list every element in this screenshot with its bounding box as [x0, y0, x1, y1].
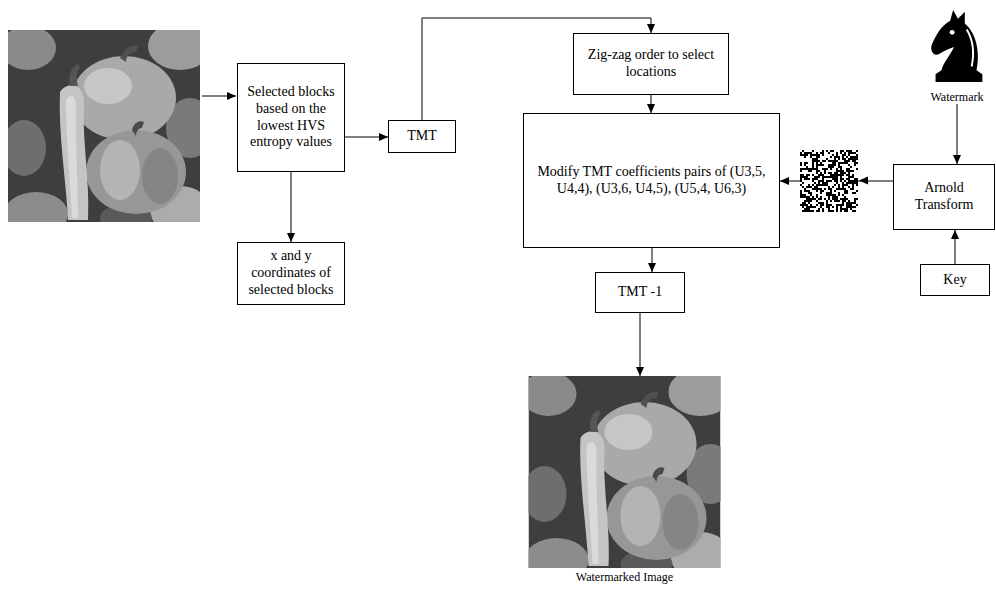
flow-arrow: [640, 313, 641, 376]
process-box: Zig-zag order to select locations: [573, 33, 729, 95]
image-picture: [528, 376, 721, 568]
knight-icon: [925, 6, 989, 84]
flow-arrow: [652, 248, 653, 272]
watermark-icon: Watermark: [918, 6, 996, 104]
scrambled-watermark: [800, 150, 858, 212]
node-text: TMT -1: [618, 284, 662, 301]
flow-arrow: [955, 230, 956, 264]
flow-arrow: [345, 137, 388, 138]
flow-arrow: [780, 181, 893, 182]
node-text: Zig-zag order to select locations: [580, 47, 722, 81]
host-image: [0, 22, 214, 236]
process-box: Selected blocks based on the lowest HVS …: [237, 63, 345, 172]
process-box: Modify TMT coefficients pairs of (U3,5, …: [523, 113, 780, 248]
input-arrow: [202, 96, 236, 97]
node-text: Arnold Transform: [900, 180, 988, 214]
transform-box: TMT: [388, 120, 456, 153]
node-text: Watermarked Image: [528, 570, 721, 584]
flow-arrow: [651, 95, 652, 113]
transform-box: TMT -1: [595, 272, 685, 313]
node-text: Selected blocks based on the lowest HVS …: [244, 84, 338, 151]
node-text: TMT: [407, 128, 437, 145]
arrow-head: [859, 177, 868, 185]
output-box: x and y coordinates of selected blocks: [237, 242, 345, 305]
flow-arrow: [957, 104, 958, 164]
flow-arrow: [291, 172, 292, 242]
key-box: Key: [920, 264, 990, 296]
node-text: Key: [943, 272, 966, 289]
process-box: Arnold Transform: [893, 164, 995, 230]
node-text: x and y coordinates of selected blocks: [244, 248, 338, 298]
node-text: Modify TMT coefficients pairs of (U3,5, …: [530, 164, 773, 198]
watermarked-image: Watermarked Image: [528, 376, 721, 584]
node-text: Watermark: [918, 90, 996, 104]
